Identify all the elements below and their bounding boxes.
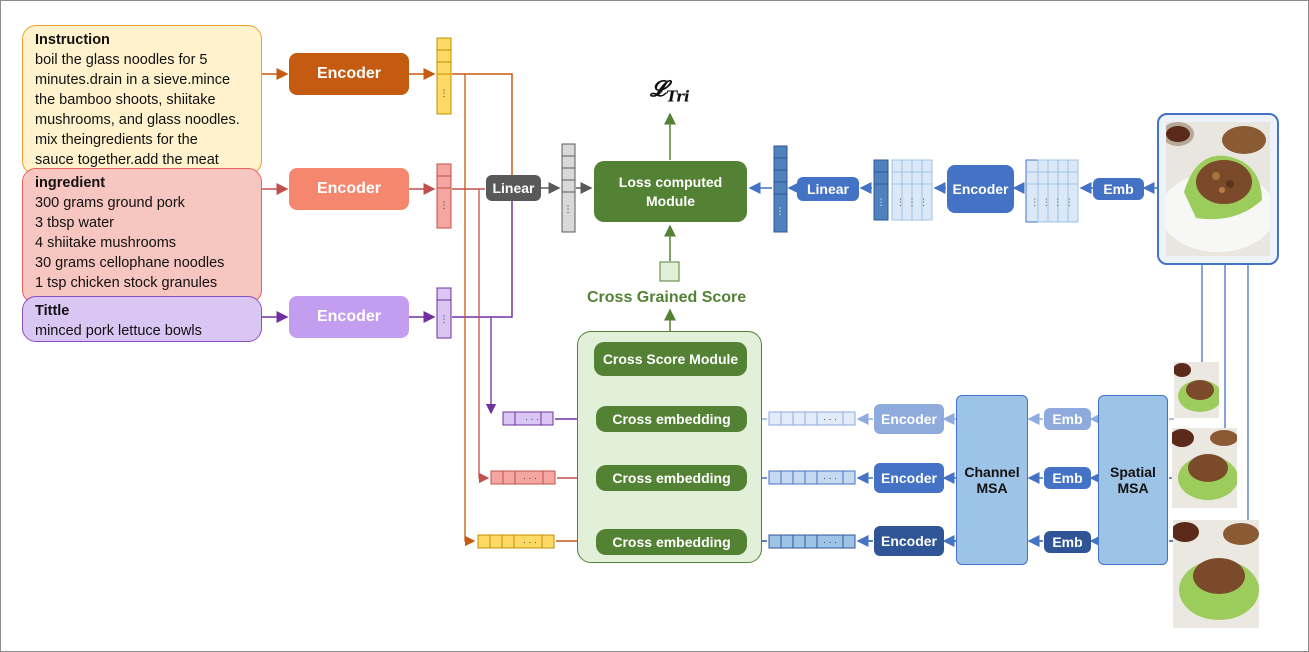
svg-text:· · ·: · · · — [823, 537, 837, 547]
svg-text:· · ·: · · · — [823, 414, 837, 424]
ingredient-line: 3 tbsp water — [35, 215, 114, 231]
instruction-line: mushrooms, and glass noodles. — [35, 112, 240, 128]
triplet-loss-label: 𝓛Tri — [650, 76, 690, 105]
loss-module-line2: Module — [646, 192, 695, 209]
food-crop-medium — [1172, 428, 1237, 508]
ingredient-line: 300 grams ground pork — [35, 195, 185, 211]
cross-embedding-1: Cross embedding — [596, 406, 747, 432]
spatial-msa: Spatial MSA — [1098, 395, 1168, 565]
ingredient-encoder: Encoder — [289, 168, 409, 210]
image-linear-layer: Linear — [797, 177, 859, 201]
image-token-row-3: · · · — [768, 534, 856, 549]
svg-text:· · ·: · · · — [523, 537, 537, 547]
channel-msa-line1: Channel — [964, 464, 1020, 480]
crop-encoder-2: Encoder — [874, 463, 944, 493]
instruction-line: boil the glass noodles for 5 — [35, 52, 208, 68]
ingredient-heading: ingredient — [35, 175, 106, 191]
instruction-line: sauce together.add the meat — [35, 152, 219, 168]
cross-score-module: Cross Score Module — [594, 342, 747, 376]
svg-text:⋮: ⋮ — [440, 88, 449, 98]
instruction-heading: Instruction — [35, 32, 110, 48]
instruction-line: minutes.drain in a sieve.mince — [35, 72, 231, 88]
ingredient-line: 1 tsp chicken stock granules — [35, 275, 218, 291]
title-box: Tittle minced pork lettuce bowls — [22, 296, 262, 342]
spatial-msa-line2: MSA — [1117, 480, 1149, 496]
instruction-box: Instruction boil the glass noodles for 5… — [22, 25, 262, 175]
text-linear-layer: Linear — [486, 175, 541, 201]
image-token-row-2: · · · — [768, 470, 856, 485]
ingredient-line: 30 grams cellophane noodles — [35, 255, 225, 271]
encoded-token-grid: ⋮ ⋮ ⋮ ⋮ — [873, 159, 933, 221]
crop-encoder-3: Encoder — [874, 526, 944, 556]
cross-embedding-2: Cross embedding — [596, 465, 747, 491]
channel-msa-line2: MSA — [976, 480, 1008, 496]
crop-encoder-1: Encoder — [874, 404, 944, 434]
score-square — [659, 261, 680, 282]
food-photo-main — [1160, 122, 1276, 256]
loss-module-line1: Loss computed — [618, 173, 723, 190]
image-encoder: Encoder — [947, 165, 1014, 213]
svg-text:· · ·: · · · — [525, 414, 539, 424]
loss-symbol: 𝓛 — [650, 76, 666, 102]
ingredient-line: 4 shiitake mushrooms — [35, 235, 177, 251]
svg-text:⋮: ⋮ — [440, 314, 449, 324]
image-token-row-1: · · · — [768, 411, 856, 426]
crop-emb-3: Emb — [1044, 531, 1091, 553]
title-feature-vector: ⋮ — [436, 287, 452, 339]
svg-text:· · ·: · · · — [823, 473, 837, 483]
instruction-line: mix theingredients for the — [35, 132, 198, 148]
spatial-msa-line1: Spatial — [1110, 464, 1156, 480]
food-crop-small — [1174, 362, 1219, 418]
instruction-encoder: Encoder — [289, 53, 409, 95]
instruction-feature-vector: ⋮ — [436, 37, 452, 115]
loss-computed-module: Loss computed Module — [594, 161, 747, 222]
image-emb: Emb — [1093, 178, 1144, 200]
instruction-token-row: · · · — [477, 534, 555, 549]
svg-text:⋮: ⋮ — [877, 197, 886, 207]
title-encoder: Encoder — [289, 296, 409, 338]
loss-subscript: Tri — [666, 87, 690, 106]
title-token-row: · · · — [502, 411, 554, 426]
image-embedding-vector: ⋮ — [773, 145, 788, 233]
svg-text:⋮: ⋮ — [776, 206, 785, 216]
svg-text:· · ·: · · · — [523, 473, 537, 483]
text-embedding-vector: ⋮ — [561, 143, 576, 233]
crop-emb-1: Emb — [1044, 408, 1091, 430]
ingredient-feature-vector: ⋮ — [436, 163, 452, 229]
food-image-main — [1157, 113, 1279, 265]
cross-grained-score-label: Cross Grained Score — [587, 289, 747, 306]
food-crop-large — [1173, 520, 1259, 628]
svg-text:⋮ ⋮ ⋮ ⋮: ⋮ ⋮ ⋮ ⋮ — [1030, 197, 1074, 207]
svg-text:⋮ ⋮ ⋮: ⋮ ⋮ ⋮ — [896, 197, 928, 207]
title-heading: Tittle — [35, 303, 70, 319]
instruction-line: the bamboo shoots, shiitake — [35, 92, 216, 108]
svg-text:⋮: ⋮ — [440, 200, 449, 210]
ingredient-token-row: · · · — [490, 470, 556, 485]
channel-msa: Channel MSA — [956, 395, 1028, 565]
embedded-token-grid: ⋮ ⋮ ⋮ ⋮ — [1025, 159, 1079, 223]
ingredient-box: ingredient 300 grams ground pork 3 tbsp … — [22, 168, 262, 304]
cross-embedding-3: Cross embedding — [596, 529, 747, 555]
svg-text:⋮: ⋮ — [564, 204, 573, 214]
title-line: minced pork lettuce bowls — [35, 323, 202, 339]
crop-emb-2: Emb — [1044, 467, 1091, 489]
